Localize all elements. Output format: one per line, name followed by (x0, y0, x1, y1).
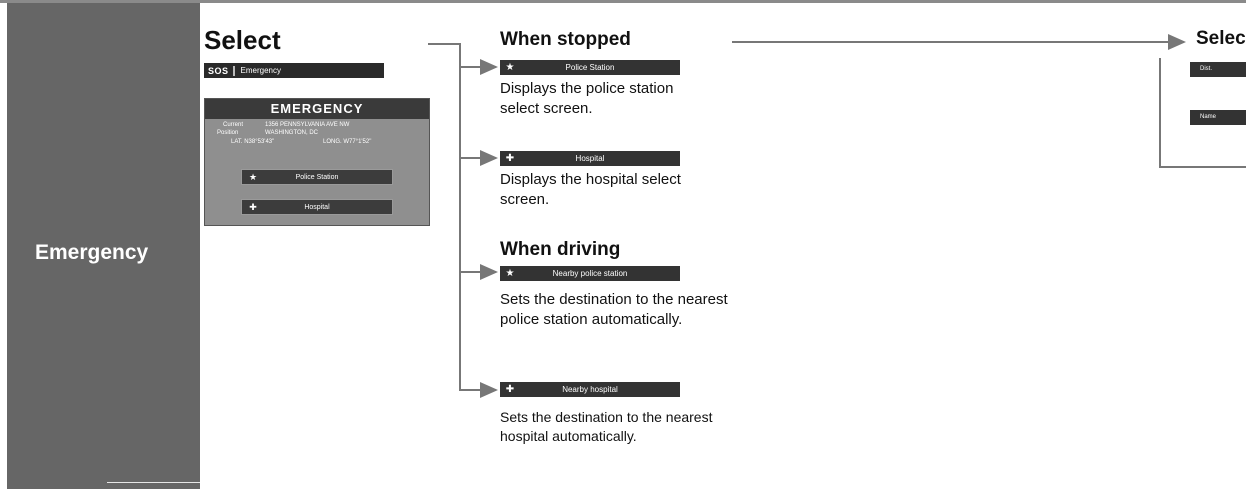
emergency-screen-title: EMERGENCY (205, 99, 429, 119)
emergency-screen: EMERGENCY Current 1356 PENNSYLVANIA AVE … (204, 98, 430, 226)
nearby-police-station-option[interactable]: ★ Nearby police station (500, 266, 680, 281)
select-heading: Select (204, 25, 281, 55)
hospital-option[interactable]: ✚ Hospital (500, 151, 680, 166)
police-station-button[interactable]: ★ Police Station (241, 169, 393, 185)
option-label: Nearby police station (552, 269, 628, 278)
when-driving-heading: When driving (500, 239, 621, 260)
sos-icon: SOS (204, 65, 235, 76)
hospital-description: Displays the hospital select screen. (500, 171, 681, 208)
sidebar: Emergency (7, 3, 200, 489)
cross-icon: ✚ (505, 153, 515, 164)
police-station-description: Displays the police station select scree… (500, 80, 674, 117)
current-label: Current (223, 122, 244, 128)
longitude: LONG. W77°1'52" (323, 139, 372, 145)
police-station-option[interactable]: ★ Police Station (500, 60, 680, 75)
star-icon: ★ (248, 171, 258, 182)
when-stopped-heading: When stopped (500, 29, 631, 50)
latitude: LAT. N38°53'43" (231, 139, 275, 145)
sidebar-title: Emergency (35, 241, 149, 264)
select-list-heading: Selec (1196, 28, 1246, 49)
hospital-button[interactable]: ✚ Hospital (241, 199, 393, 215)
sort-by-distance-button[interactable]: Dist. (1190, 62, 1246, 77)
position-label: Position (217, 130, 239, 136)
option-label: Hospital (575, 154, 605, 163)
star-icon: ★ (505, 62, 515, 73)
nearby-police-station-description: Sets the destination to the nearest poli… (500, 291, 728, 328)
position-city: WASHINGTON, DC (265, 130, 319, 136)
nearby-hospital-description: Sets the destination to the nearest hosp… (500, 409, 713, 444)
current-address: 1356 PENNSYLVANIA AVE NW (265, 122, 350, 128)
cross-icon: ✚ (249, 201, 257, 212)
option-label: Police Station (565, 63, 615, 72)
option-label: Nearby hospital (562, 385, 618, 394)
sort-by-name-button[interactable]: Name (1190, 110, 1246, 125)
nearby-hospital-option[interactable]: ✚ Nearby hospital (500, 382, 680, 397)
sidebar-divider (107, 482, 200, 483)
star-icon: ★ (505, 268, 515, 279)
police-station-label: Police Station (295, 173, 339, 181)
hospital-label: Hospital (304, 203, 330, 211)
emergency-menu-button[interactable]: SOS Emergency (204, 63, 384, 78)
emergency-menu-label: Emergency (240, 66, 281, 75)
top-rule (0, 0, 1246, 3)
cross-icon: ✚ (505, 384, 515, 395)
